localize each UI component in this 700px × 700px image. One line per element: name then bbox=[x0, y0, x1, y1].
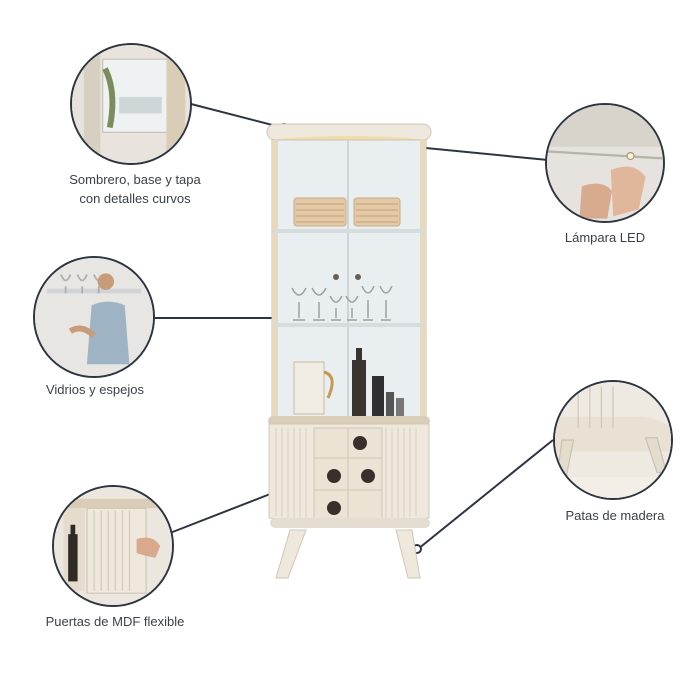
label-glass-mirrors: Vidrios y espejos bbox=[45, 382, 145, 397]
detail-circle-curved-top bbox=[70, 43, 192, 165]
label-flexible-mdf-doors: Puertas de MDF flexible bbox=[45, 614, 185, 629]
detail-circle-flexible-doors bbox=[52, 485, 174, 607]
detail-circle-wooden-legs bbox=[553, 380, 673, 500]
detail-circle-led-lamp bbox=[545, 103, 665, 223]
label-led-lamp: Lámpara LED bbox=[564, 230, 646, 245]
label-curved-details: Sombrero, base y tapa con detalles curvo… bbox=[69, 172, 201, 206]
detail-circle-glass-mirror bbox=[33, 256, 155, 378]
label-wooden-legs: Patas de madera bbox=[565, 508, 665, 523]
